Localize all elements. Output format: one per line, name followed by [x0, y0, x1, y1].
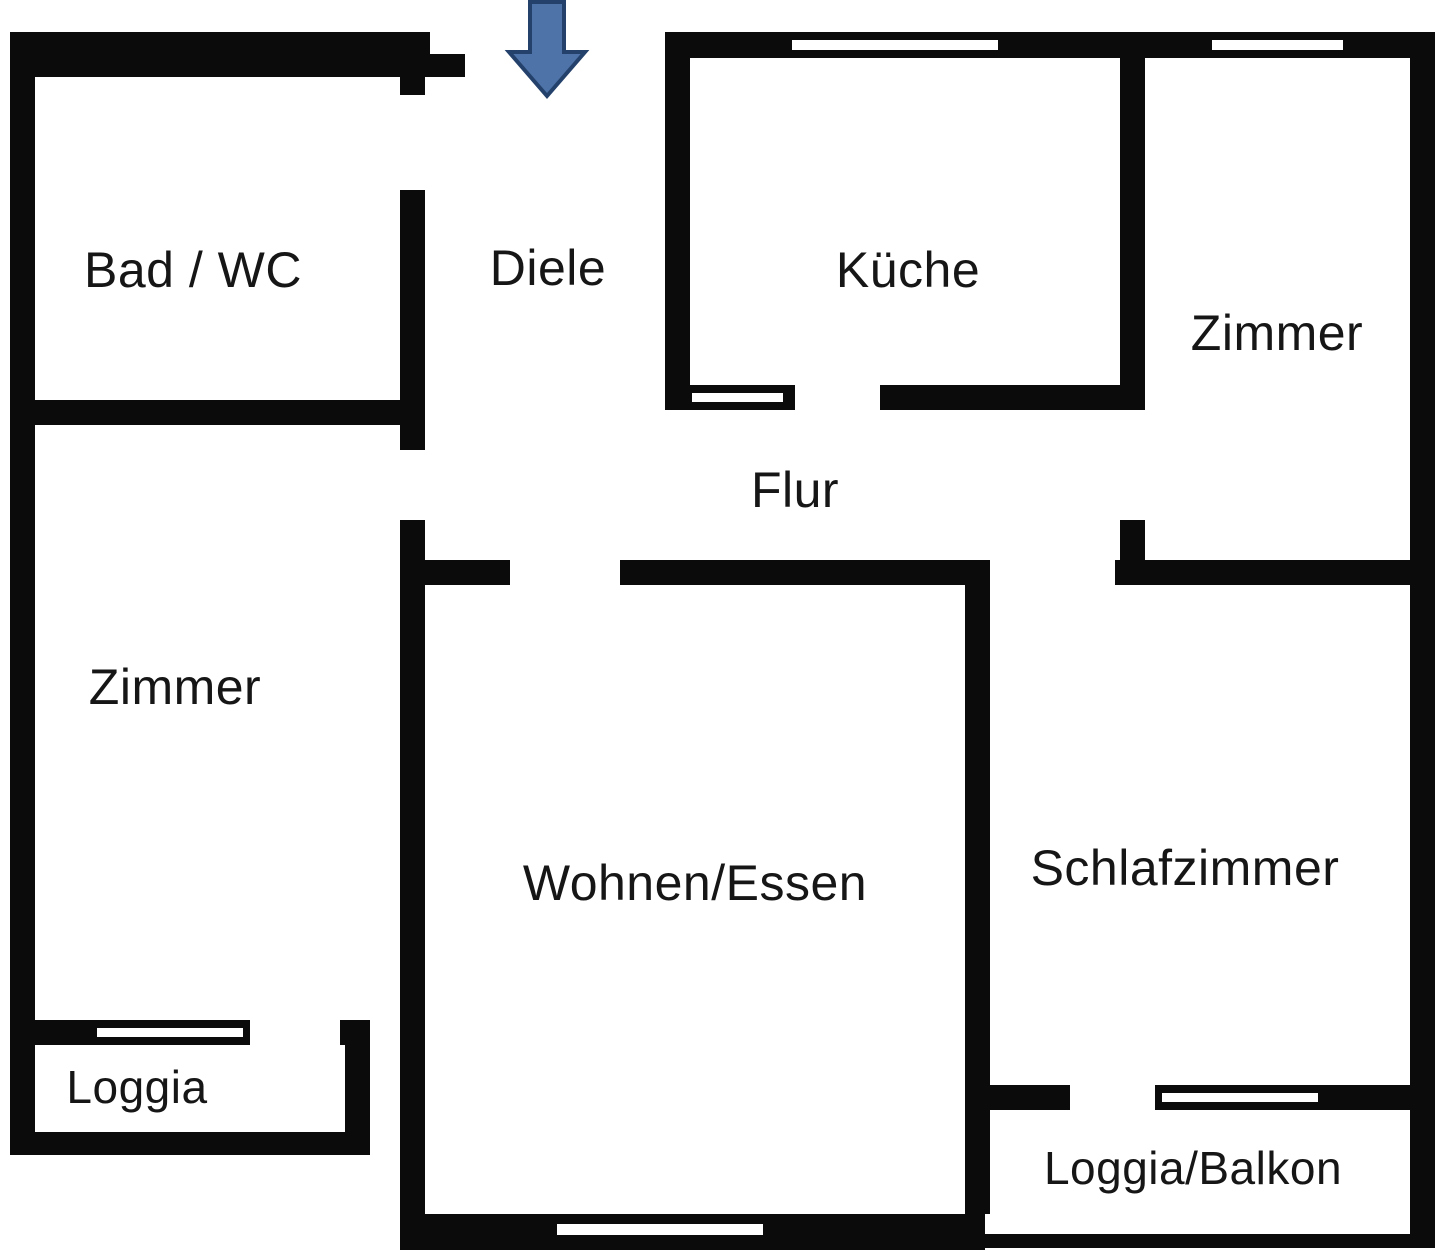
room-label-schlafzimmer: Schlafzimmer — [1030, 840, 1340, 896]
wall-top-left — [10, 32, 465, 77]
room-label-zimmer-left: Zimmer — [88, 659, 262, 715]
room-label-diele: Diele — [489, 240, 607, 296]
room-label-bad-wc: Bad / WC — [84, 242, 302, 298]
room-label-kueche: Küche — [835, 242, 981, 298]
room-label-loggia: Loggia — [66, 1061, 208, 1113]
wall-kueche-left — [665, 32, 690, 410]
wall-schlafzimmer-left — [965, 560, 990, 1214]
wall-schlaf-bottom-left — [965, 1085, 1070, 1110]
wall-wohnen-left — [400, 520, 425, 1214]
window-balkon — [1160, 1091, 1320, 1104]
window-zimmer-top — [1210, 38, 1345, 52]
wall-kueche-zimmer-divider — [1120, 32, 1145, 410]
wall-wohnen-top — [620, 560, 990, 585]
window-loggia — [95, 1026, 245, 1039]
wall-kueche-bottom-right — [880, 385, 1145, 410]
wall-bad-right-upper — [400, 32, 425, 95]
wall-flur-stub — [425, 560, 510, 585]
wall-left-outer — [10, 32, 35, 1155]
window-kueche-hatch — [690, 391, 785, 404]
wall-loggia-top-right — [340, 1020, 370, 1045]
window-kueche-top — [790, 38, 1000, 52]
room-label-wohnen-essen: Wohnen/Essen — [522, 855, 868, 911]
entrance-arrow-icon — [503, 0, 593, 100]
wall-bottom-balkon — [985, 1234, 1435, 1248]
wall-zimmer-right-bottom — [1115, 560, 1435, 585]
window-wohnen-bottom — [555, 1222, 765, 1237]
room-label-loggia-balkon: Loggia/Balkon — [1043, 1142, 1343, 1194]
wall-bad-bottom — [10, 400, 425, 425]
entrance-arrow-shape — [504, 0, 590, 100]
wall-right-outer — [1410, 32, 1435, 1248]
wall-loggia-bottom — [10, 1132, 370, 1155]
wall-notch — [430, 32, 465, 54]
room-label-zimmer-top: Zimmer — [1190, 305, 1364, 361]
room-label-flur: Flur — [750, 462, 840, 518]
